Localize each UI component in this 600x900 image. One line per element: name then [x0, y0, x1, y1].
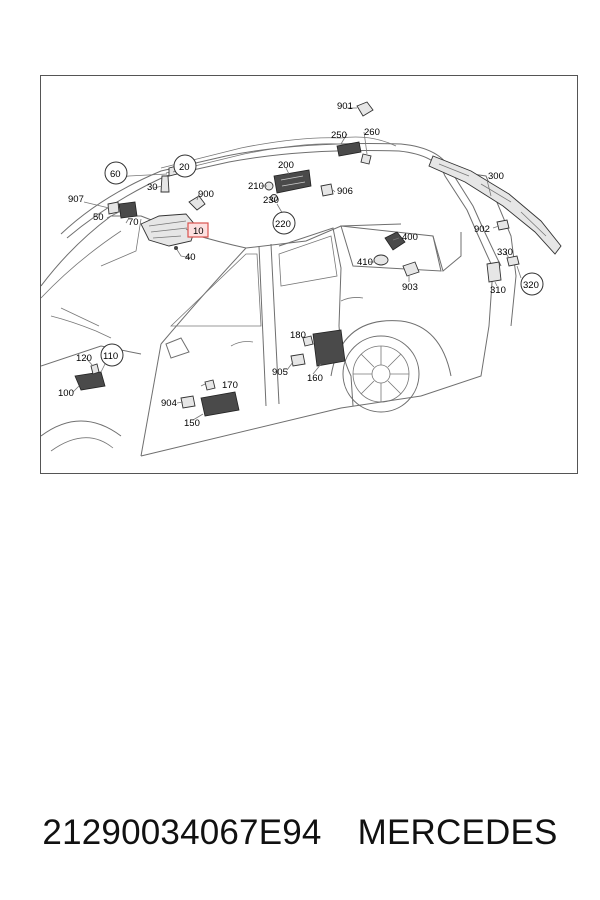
clip-part-904 — [180, 395, 196, 409]
leader-lines — [72, 107, 522, 421]
callout-20: 20 — [179, 162, 190, 173]
callout-110: 110 — [103, 351, 118, 362]
callout-900: 900 — [198, 189, 214, 200]
callout-230: 230 — [263, 195, 279, 206]
bulb-part-330 — [506, 255, 520, 267]
callout-circle-320 — [520, 272, 544, 296]
callout-circle-60 — [104, 161, 128, 185]
switch-part-50 — [118, 201, 138, 219]
highlight-box-10 — [187, 222, 209, 238]
callout-220: 220 — [275, 219, 291, 230]
clip-part-907 — [107, 201, 120, 215]
ring-part-410 — [373, 254, 389, 266]
wire-connector — [174, 246, 178, 250]
clip-part-905 — [290, 353, 306, 367]
parts-diagram-frame: 901 250 260 200 300 60 20 30 907 900 50 … — [40, 75, 578, 474]
callout-circle-20 — [173, 154, 197, 178]
door-light-part-150 — [200, 391, 240, 417]
clip-part-900 — [188, 195, 206, 211]
bulb-part-120 — [90, 363, 100, 375]
callout-260: 260 — [364, 127, 380, 138]
callout-300: 300 — [488, 171, 504, 182]
clip-part-901 — [356, 101, 374, 117]
housing-part-310 — [486, 261, 502, 283]
callout-902: 902 — [474, 224, 490, 235]
trim-strip-part-300 — [428, 155, 562, 255]
callout-10: 10 — [193, 226, 204, 237]
parts-diagram: 901 250 260 200 300 60 20 30 907 900 50 … — [41, 101, 562, 457]
callout-330: 330 — [497, 247, 513, 258]
callout-200: 200 — [278, 160, 294, 171]
callout-circle-110 — [100, 343, 124, 367]
callout-410: 410 — [357, 257, 373, 268]
callout-400: 400 — [402, 232, 418, 243]
callout-50: 50 — [93, 212, 104, 223]
callout-70: 70 — [128, 217, 139, 228]
lamp-part-250 — [336, 141, 362, 157]
callout-250: 250 — [331, 130, 347, 141]
callout-170: 170 — [222, 380, 238, 391]
callout-907: 907 — [68, 194, 84, 205]
callout-310: 310 — [490, 285, 506, 296]
bulb-part-230 — [270, 194, 278, 202]
callout-30: 30 — [147, 182, 158, 193]
bulb-part-30 — [160, 175, 170, 193]
callout-320: 320 — [523, 280, 539, 291]
part-number: 21290034067E94 — [42, 813, 322, 852]
reading-light-part-200 — [273, 169, 312, 194]
callout-901: 901 — [337, 101, 353, 112]
callout-circle-220 — [272, 211, 296, 235]
clip-part-903 — [402, 261, 420, 277]
door-light-part-160 — [312, 329, 346, 367]
callout-40: 40 — [185, 252, 196, 263]
brand-name: MERCEDES — [357, 813, 558, 852]
bulb-part-260 — [360, 153, 372, 165]
callout-120: 120 — [76, 353, 92, 364]
part-caption: 21290034067E94 MERCEDES — [0, 808, 600, 858]
callout-904: 904 — [161, 398, 177, 409]
callout-60: 60 — [110, 169, 121, 180]
callout-903: 903 — [402, 282, 418, 293]
callout-905: 905 — [272, 367, 288, 378]
lamp-part-400 — [384, 231, 406, 251]
callout-100: 100 — [58, 388, 74, 399]
bulb-part-170 — [204, 379, 216, 391]
callout-180: 180 — [290, 330, 306, 341]
clip-part-906 — [320, 183, 334, 197]
bulb-part-180 — [302, 335, 314, 347]
callout-906: 906 — [337, 186, 353, 197]
callout-210: 210 — [248, 181, 264, 192]
clip-part-902 — [496, 219, 510, 231]
callout-150: 150 — [184, 418, 200, 429]
callout-160: 160 — [307, 373, 323, 384]
callout-labels: 901 250 260 200 300 60 20 30 907 900 50 … — [58, 101, 539, 429]
mirror-light-part-100 — [74, 371, 106, 391]
